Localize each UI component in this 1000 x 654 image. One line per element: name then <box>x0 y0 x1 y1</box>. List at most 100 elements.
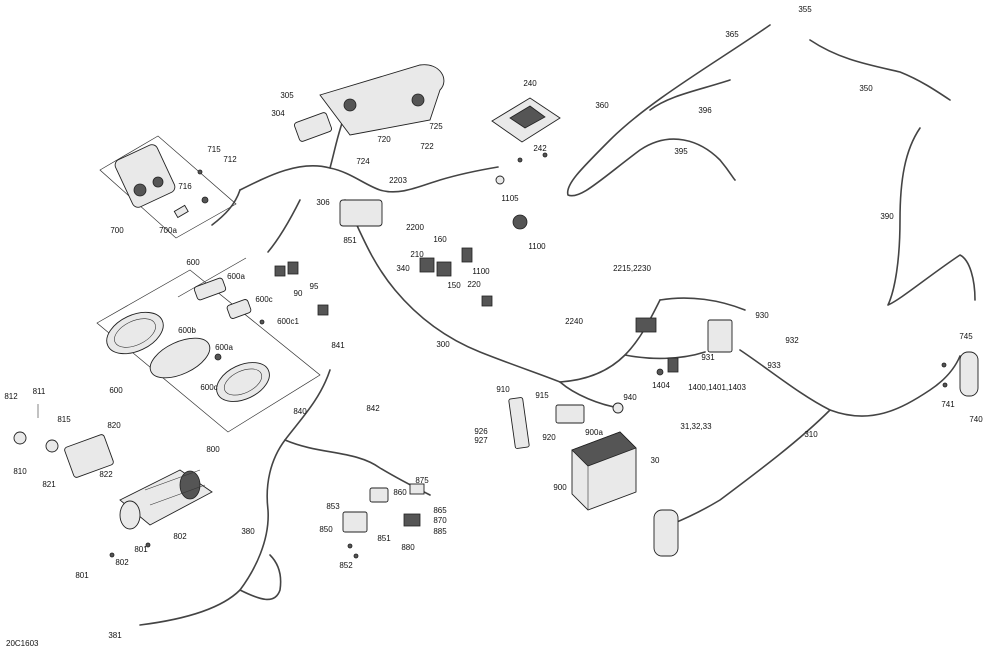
callout-label: 885 <box>433 527 447 536</box>
callout-label: 600a <box>215 343 233 352</box>
callout-label: 840 <box>293 407 307 416</box>
callout-label: 920 <box>542 433 556 442</box>
callout-label: 880 <box>401 543 415 552</box>
callout-label: 870 <box>433 516 447 525</box>
gauge-subassembly-frame <box>96 269 321 433</box>
callout-label: 242 <box>533 144 547 153</box>
callout-label: 2203 <box>389 176 407 185</box>
callout-label: 90 <box>294 289 303 298</box>
gauge-cluster <box>106 277 270 402</box>
callout-label: 600a <box>227 272 245 281</box>
callout-label: 95 <box>310 282 319 291</box>
callout-label: 932 <box>785 336 799 345</box>
callout-label: 722 <box>420 142 434 151</box>
callout-label: 600c <box>255 295 272 304</box>
callout-label: 350 <box>859 84 873 93</box>
callout-label: 850 <box>319 525 333 534</box>
callout-label: 396 <box>698 106 712 115</box>
callout-label: 160 <box>433 235 447 244</box>
callout-label: 900 <box>553 483 567 492</box>
callout-label: 875 <box>415 476 429 485</box>
callout-label: 712 <box>223 155 237 164</box>
callout-label: 915 <box>535 391 549 400</box>
callout-label: 300 <box>436 340 450 349</box>
callout-label: 1400,1401,1403 <box>688 383 746 392</box>
tail-lights <box>653 351 979 557</box>
callout-label: 801 <box>75 571 89 580</box>
callout-label: 306 <box>316 198 330 207</box>
callout-label: 304 <box>271 109 285 118</box>
callout-label: 745 <box>959 332 973 341</box>
fuse-box <box>491 97 561 163</box>
callout-label: 815 <box>57 415 71 424</box>
figure-code: 20C1603 <box>6 639 39 648</box>
callout-label: 240 <box>523 79 537 88</box>
winch <box>13 404 213 530</box>
relay-modules <box>274 175 528 316</box>
callout-label: 853 <box>326 502 340 511</box>
callout-label: 801 <box>134 545 148 554</box>
callout-label: 600 <box>186 258 200 267</box>
callout-label: 940 <box>623 393 637 402</box>
callout-label: 802 <box>173 532 187 541</box>
callout-label: 600c1 <box>277 317 299 326</box>
callout-label: 700a <box>159 226 177 235</box>
callout-label: 933 <box>767 361 781 370</box>
callout-label: 841 <box>331 341 345 350</box>
callout-label: 720 <box>377 135 391 144</box>
callout-label: 715 <box>207 145 221 154</box>
callout-label: 821 <box>42 480 56 489</box>
callout-label: 802 <box>115 558 129 567</box>
callout-label: 310 <box>804 430 818 439</box>
callout-label: 600 <box>109 386 123 395</box>
rear-wiring-harness <box>671 349 961 525</box>
callout-label: 1404 <box>652 381 670 390</box>
main-wiring-harness <box>211 114 746 409</box>
callout-label: 380 <box>241 527 255 536</box>
callout-label: 926 <box>474 427 488 436</box>
callout-label: 930 <box>755 311 769 320</box>
callout-label: 150 <box>447 281 461 290</box>
callout-label: 852 <box>339 561 353 570</box>
battery <box>508 397 637 511</box>
callout-label: 365 <box>725 30 739 39</box>
callout-label: 305 <box>280 91 294 100</box>
callout-label: 900a <box>585 428 603 437</box>
callout-label: 381 <box>108 631 122 640</box>
callout-label: 360 <box>595 101 609 110</box>
callout-label: 1105 <box>501 194 519 203</box>
rear-control-module <box>635 317 733 376</box>
front-light-bar <box>294 64 445 142</box>
callout-label: 724 <box>356 157 370 166</box>
callout-label: 851 <box>377 534 391 543</box>
callout-label: 220 <box>467 280 481 289</box>
callout-label: 800 <box>206 445 220 454</box>
headlight-subassembly-frame <box>99 135 237 239</box>
callout-label: 31,32,33 <box>680 422 712 431</box>
callout-label: 810 <box>13 467 27 476</box>
callout-label: 2215,2230 <box>613 264 651 273</box>
callout-label: 822 <box>99 470 113 479</box>
callout-label: 395 <box>674 147 688 156</box>
gauge-frame-divider <box>177 257 247 298</box>
callout-label: 820 <box>107 421 121 430</box>
callout-label: 865 <box>433 506 447 515</box>
callout-label: 927 <box>474 436 488 445</box>
callout-label: 1100 <box>472 267 490 276</box>
callout-label: 716 <box>178 182 192 191</box>
winch-contactor <box>109 483 425 559</box>
callout-label: 812 <box>4 392 18 401</box>
callout-label: 851 <box>343 236 357 245</box>
callout-label: 2240 <box>565 317 583 326</box>
callout-label: 600b <box>178 326 196 335</box>
callout-label: 1100 <box>528 242 546 251</box>
callout-label: 2200 <box>406 223 424 232</box>
callout-label: 30 <box>651 456 660 465</box>
callout-label: 390 <box>880 212 894 221</box>
callout-label: 741 <box>941 400 955 409</box>
callout-label: 740 <box>969 415 983 424</box>
callout-label: 931 <box>701 353 715 362</box>
callout-labels: 3553653503603963953902402423053047257227… <box>4 5 983 640</box>
